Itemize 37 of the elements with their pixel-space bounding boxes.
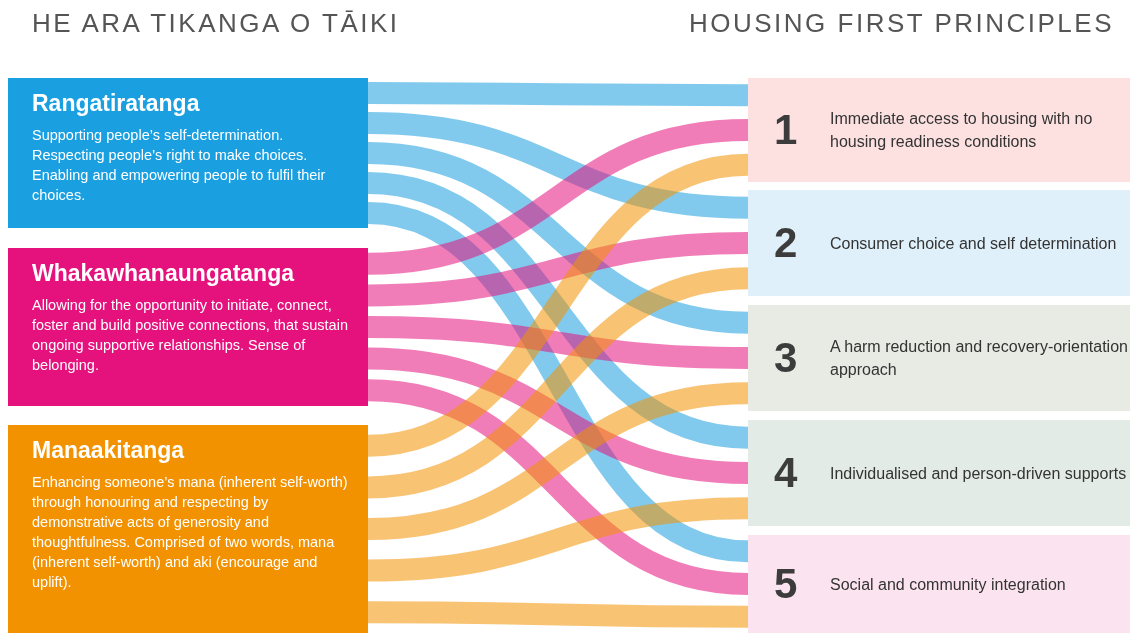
flow-band (367, 382, 749, 540)
value-description: Allowing for the opportunity to initiate, connect, foster and build positive connections, that sustain ongoing supportive relationships. Sense of belonging. (32, 296, 349, 375)
principle-text: Individualised and person-driven supports (830, 463, 1127, 484)
value-title: Whakawhanaungatanga (32, 260, 296, 287)
principle-number: 2 (774, 219, 799, 267)
principle-text: A harm reduction and recovery-orientation approach (830, 337, 1129, 380)
principle-text: Consumer choice and self determination (830, 233, 1117, 254)
value-panel (8, 78, 368, 228)
heading: HE ARA TIKANGA O TĀIKI (32, 8, 400, 39)
flow-band (367, 119, 749, 275)
heading: HOUSING FIRST PRINCIPLES (688, 8, 1114, 39)
value-description: Enhancing someone’s mana (inherent self-worth) through honouring and respecting by demonstrative acts of generosity and thoughtfulness. Comprised of two words, mana (inherent self-worth) and aki (encourage and uplift). (32, 473, 349, 592)
principle-number: 3 (774, 334, 799, 382)
principle-text: Social and community integration (830, 574, 1066, 595)
value-panel (8, 425, 368, 633)
flow-band (367, 601, 749, 628)
value-description: Supporting people’s self-determination. Respecting people’s right to make choices. Enabling and empowering people to fulfil their choices. (32, 126, 327, 205)
flow-band (367, 232, 749, 307)
flow-band (367, 316, 749, 369)
value-panel (8, 248, 368, 406)
flow-band (367, 347, 749, 484)
principle-panel (748, 420, 1130, 526)
principle-number: 4 (774, 449, 799, 497)
flow-band (368, 82, 748, 107)
principle-panel (748, 305, 1130, 411)
value-title: Rangatiratanga (32, 90, 201, 117)
flow-band (367, 112, 749, 219)
value-title: Manaakitanga (32, 437, 186, 464)
principle-number: 5 (774, 560, 799, 608)
principle-number: 1 (774, 106, 799, 154)
flow-band (367, 379, 749, 595)
flow-band (367, 497, 749, 582)
flow-band (367, 142, 749, 334)
principle-text: Immediate access to housing with no housing readiness conditions (830, 109, 1094, 152)
principle-panel (748, 535, 1130, 633)
principle-panel (748, 78, 1130, 182)
principle-panel (748, 190, 1130, 296)
